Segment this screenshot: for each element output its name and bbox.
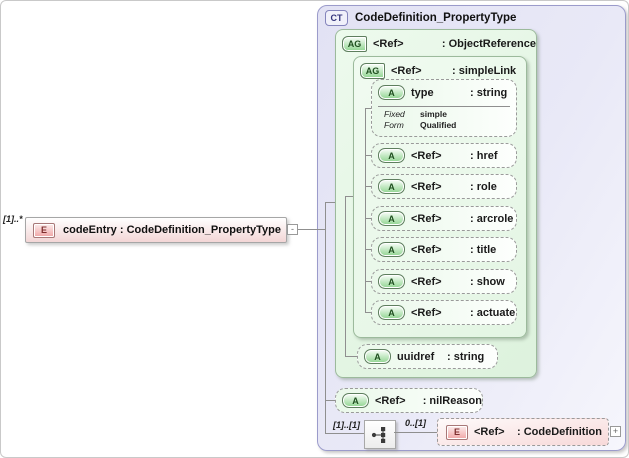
- attribute-datatype: : title: [470, 243, 497, 256]
- attribute-icon: A: [378, 148, 405, 163]
- complex-type-icon: CT: [325, 10, 348, 26]
- attribute-href[interactable]: A <Ref> : href: [371, 143, 517, 168]
- attribute-group-name: <Ref>: [391, 65, 422, 77]
- attribute-name: <Ref>: [411, 306, 442, 319]
- connector-line: [366, 312, 371, 313]
- attribute-group-type: : ObjectReference: [441, 38, 536, 50]
- attribute-role[interactable]: A <Ref> : role: [371, 174, 517, 199]
- expand-button[interactable]: +: [610, 426, 621, 437]
- facet-label: Form: [384, 120, 404, 130]
- facet-value: simple: [420, 109, 447, 119]
- element-icon: E: [446, 424, 468, 440]
- connector-line: [346, 356, 357, 357]
- facet-table: Fixed simple Form Qualified: [378, 106, 510, 131]
- attribute-title[interactable]: A <Ref> : title: [371, 237, 517, 262]
- connector-trunk: [325, 202, 326, 434]
- connector-line: [366, 218, 371, 219]
- compositor-multiplicity: [1]..[1]: [333, 420, 360, 430]
- attribute-datatype: : role: [470, 180, 497, 193]
- attribute-group-simplelink-header: AG <Ref> : simpleLink: [354, 57, 526, 79]
- attribute-show[interactable]: A <Ref> : show: [371, 269, 517, 294]
- attribute-icon: A: [378, 179, 405, 194]
- connector-line: [366, 281, 371, 282]
- connector-line: [366, 249, 371, 250]
- sequence-icon: [371, 426, 386, 443]
- complex-type-title: CodeDefinition_PropertyType: [355, 12, 517, 24]
- attribute-datatype: : arcrole: [470, 212, 514, 225]
- element-codeentry[interactable]: E codeEntry : CodeDefinition_PropertyTyp…: [25, 217, 287, 243]
- attribute-icon: A: [378, 242, 405, 257]
- attribute-icon: A: [378, 305, 405, 320]
- connector-line: [346, 196, 353, 197]
- attribute-arcrole[interactable]: A <Ref> : arcrole: [371, 206, 517, 231]
- facet-row: Form Qualified: [384, 120, 510, 131]
- attribute-type[interactable]: A type : string Fixed simple Form Qualif…: [371, 79, 517, 137]
- connector-line: [298, 229, 325, 230]
- attribute-row: A type : string: [372, 80, 516, 105]
- attribute-nilreason[interactable]: A <Ref> : nilReason: [335, 388, 483, 413]
- collapse-button[interactable]: -: [287, 224, 298, 235]
- connector-line: [326, 400, 335, 401]
- attribute-name: <Ref>: [411, 180, 442, 193]
- attribute-icon: A: [364, 349, 391, 364]
- complex-type-header: CT CodeDefinition_PropertyType: [325, 10, 516, 26]
- element-type: : CodeDefinition: [517, 426, 602, 438]
- element-row: E <Ref> : CodeDefinition: [438, 419, 608, 445]
- element-icon: E: [33, 222, 55, 238]
- attribute-name: <Ref>: [411, 275, 442, 288]
- element-codedefinition[interactable]: E <Ref> : CodeDefinition: [437, 418, 609, 446]
- connector-line: [366, 155, 371, 156]
- attribute-actuate[interactable]: A <Ref> : actuate: [371, 300, 517, 325]
- element-name: <Ref>: [474, 426, 505, 438]
- connector-trunk: [365, 108, 366, 313]
- connector-line: [366, 108, 371, 109]
- attribute-datatype: : string: [447, 350, 485, 363]
- attribute-uuidref[interactable]: A uuidref : string: [357, 344, 498, 369]
- connector-line: [366, 186, 371, 187]
- attribute-icon: A: [378, 274, 405, 289]
- attribute-name: <Ref>: [411, 212, 442, 225]
- attribute-group-type: : simpleLink: [452, 65, 517, 77]
- attribute-name: uuidref: [397, 350, 435, 363]
- connector-line: [394, 432, 437, 433]
- facet-value: Qualified: [420, 120, 457, 130]
- connector-line: [326, 433, 364, 434]
- element-multiplicity: [1]..*: [3, 214, 23, 224]
- element-label: codeEntry : CodeDefinition_PropertyType: [63, 224, 281, 236]
- attribute-icon: A: [378, 211, 405, 226]
- attribute-name: type: [411, 86, 434, 99]
- attribute-group-name: <Ref>: [373, 38, 404, 50]
- attribute-group-icon: AG: [342, 36, 367, 52]
- facet-label: Fixed: [384, 109, 405, 119]
- attribute-datatype: : show: [470, 275, 505, 288]
- sequence-compositor[interactable]: [364, 420, 396, 449]
- attribute-group-objectreference-header: AG <Ref> : ObjectReference: [336, 30, 536, 52]
- attribute-datatype: : string: [470, 86, 508, 99]
- attribute-name: <Ref>: [411, 149, 442, 162]
- attribute-name: <Ref>: [375, 394, 406, 407]
- attribute-icon: A: [378, 85, 405, 100]
- facet-row: Fixed simple: [384, 109, 510, 120]
- attribute-group-icon: AG: [360, 63, 385, 79]
- attribute-icon: A: [342, 393, 369, 408]
- attribute-datatype: : href: [470, 149, 498, 162]
- attribute-name: <Ref>: [411, 243, 442, 256]
- attribute-datatype: : nilReason: [422, 394, 482, 407]
- connector-trunk: [345, 196, 346, 357]
- attribute-datatype: : actuate: [470, 306, 516, 319]
- connector-line: [326, 202, 335, 203]
- child-multiplicity: 0..[1]: [405, 418, 427, 428]
